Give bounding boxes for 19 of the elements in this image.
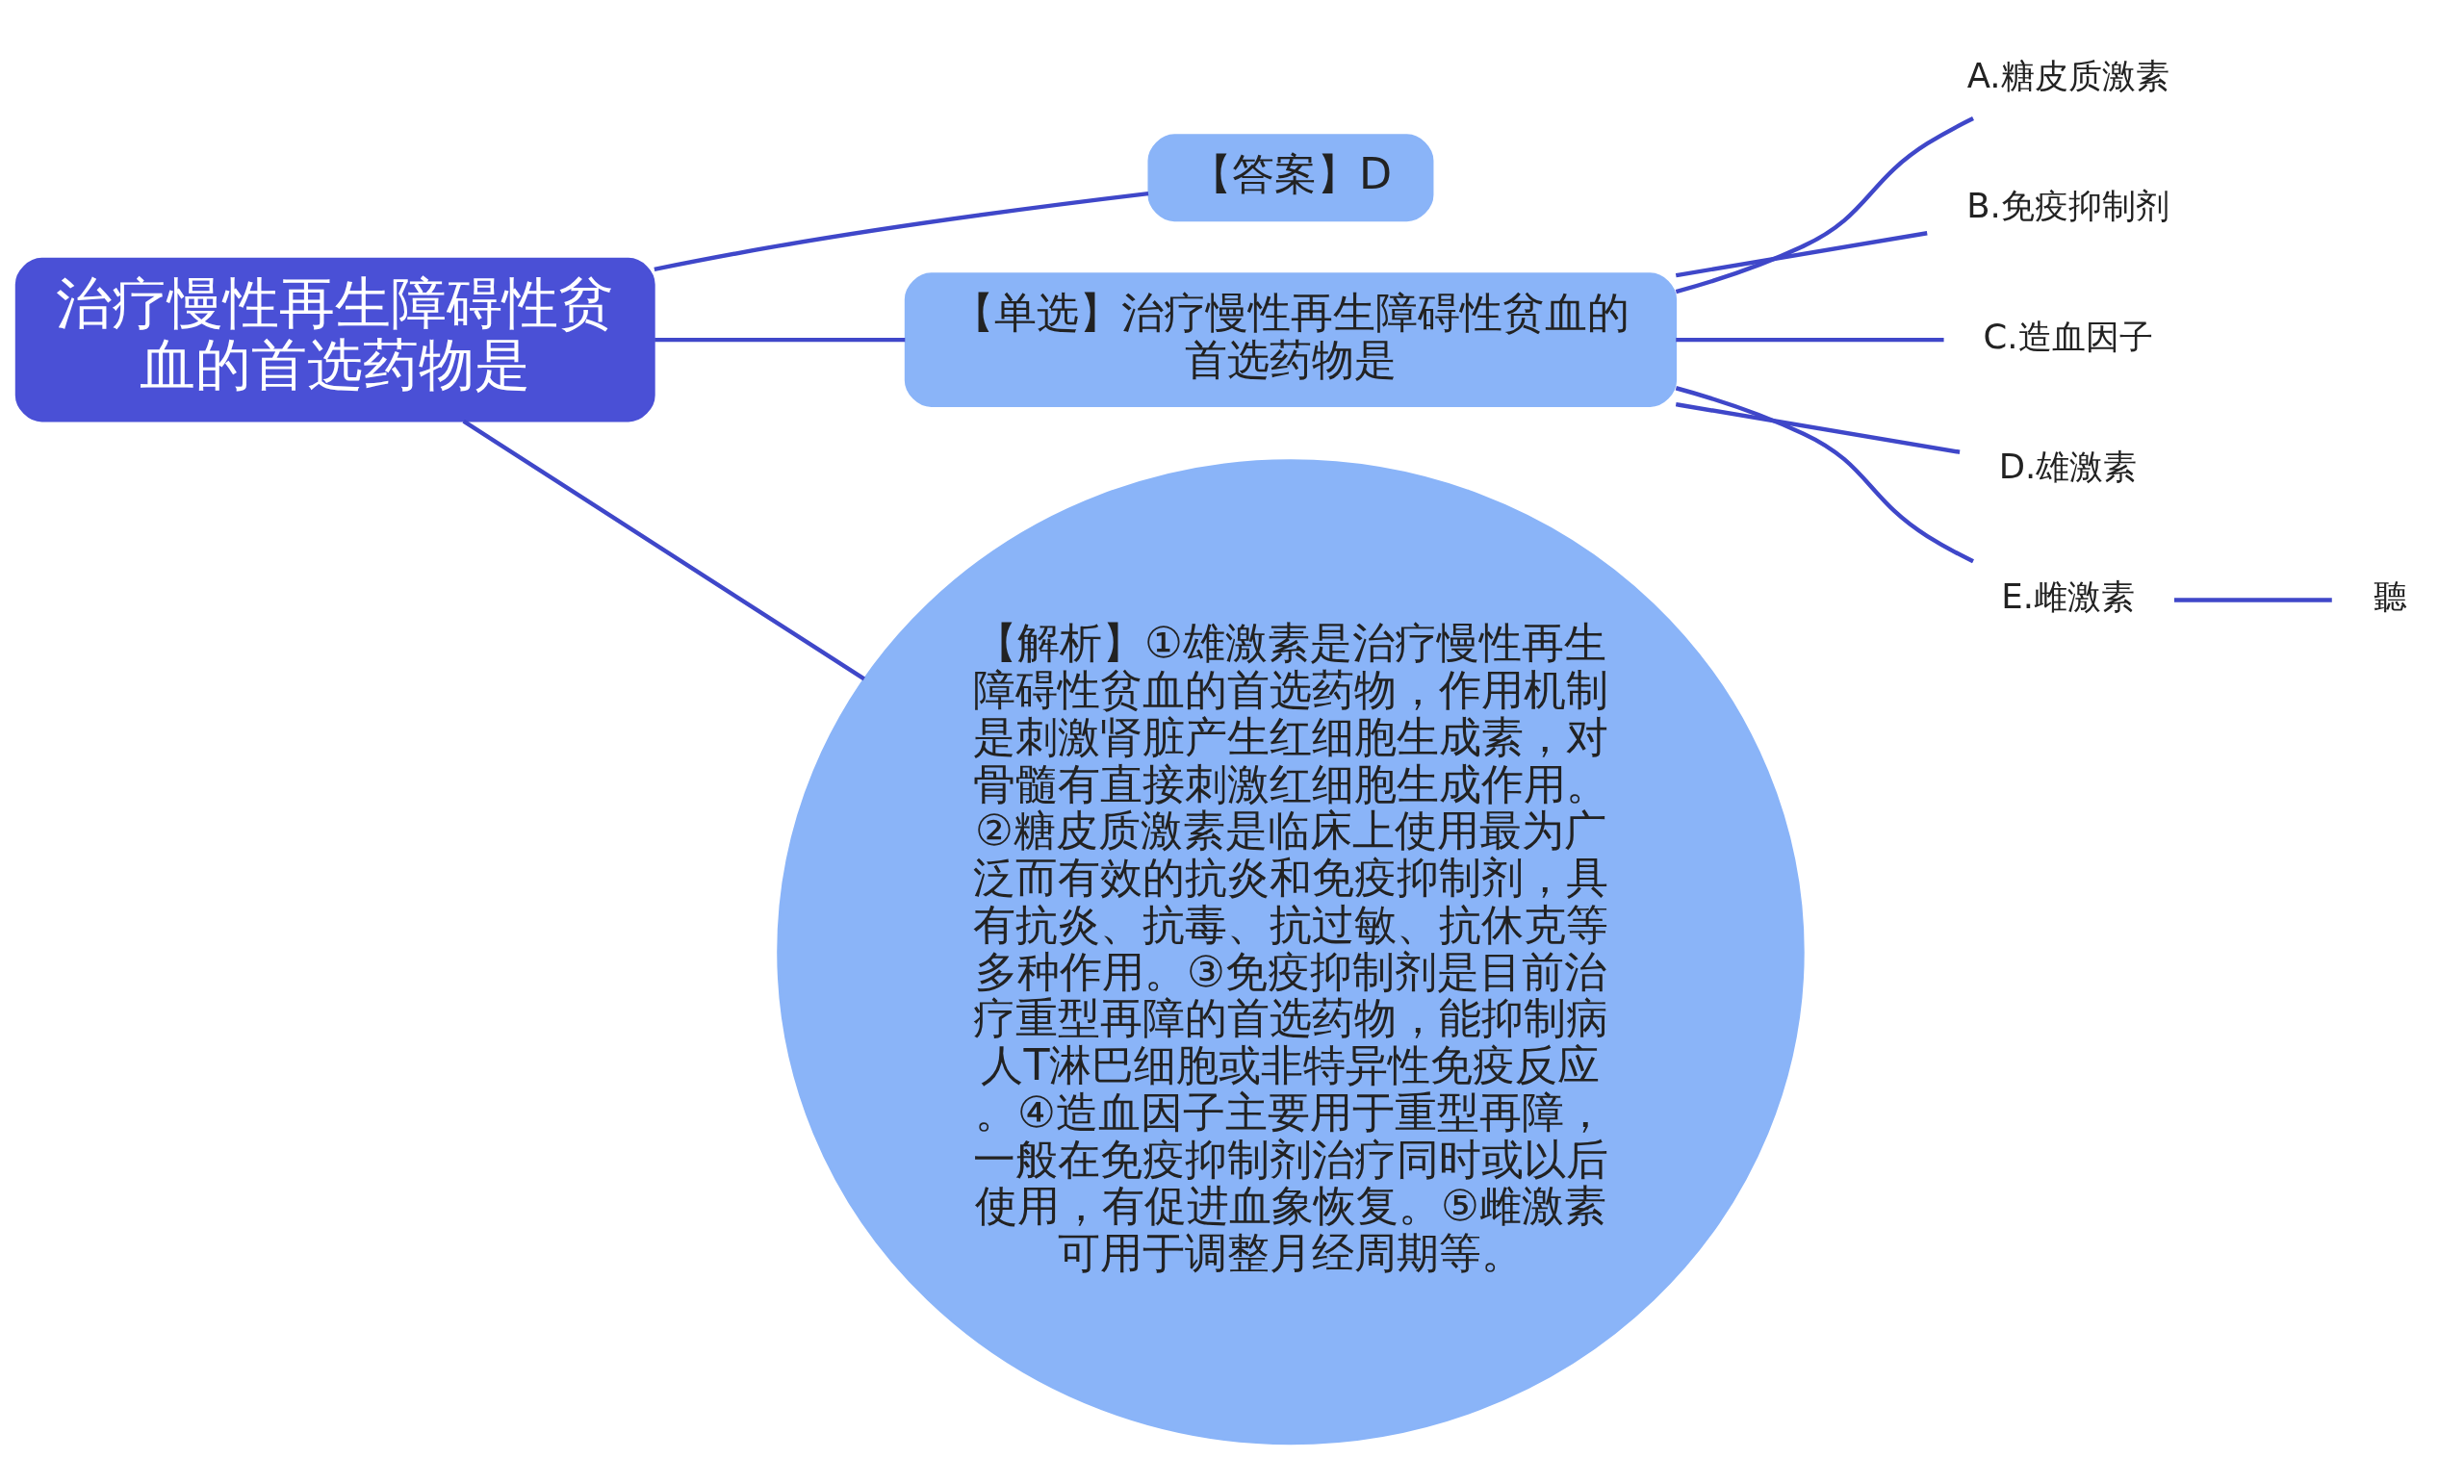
connector — [654, 337, 906, 342]
node-box: 【答案】D — [1147, 133, 1434, 221]
connector — [654, 191, 1149, 271]
node-text: D.雄激素 — [1998, 446, 2138, 486]
node-text: C.造血因子 — [1983, 316, 2153, 356]
node-box: 【单选】治疗慢性再生障碍性贫血的首选药物是 — [904, 271, 1678, 407]
connector — [1676, 337, 1944, 342]
connector — [1675, 385, 1974, 563]
node-text: 聽 — [2373, 576, 2407, 616]
connector — [1675, 401, 1961, 454]
connector — [2173, 597, 2332, 602]
node-box: 治疗慢性再生障碍性贫血的首选药物是 — [14, 257, 655, 422]
node-text: E.雌激素 — [2001, 576, 2135, 616]
connector — [1675, 230, 1928, 277]
node-text: A.糖皮质激素 — [1966, 55, 2169, 95]
connector — [1675, 115, 1974, 294]
connector — [462, 419, 865, 680]
node-circle: 【解析】①雄激素是治疗慢性再生障碍性贫血的首选药物，作用机制是刺激肾脏产生红细胞生成素，对骨髓有直接刺激红细胞生成作用。②糖皮质激素是临床上使用最为广泛而有效的抗炎和免疫抑制剂，具有抗炎、抗毒、抗过敏、抗休克等多种作用。③免疫抑制剂是目前治疗重型再障的首选药物，能抑制病人T淋巴细胞或非特异性免疫反应。④造血因子主要用于重型再障，一般在免疫抑制剂治疗同时或以后使用，有促进血象恢复。⑤雌激素可用于调整月经周期等。 — [777, 458, 1805, 1445]
node-text: B.免疫抑制剂 — [1966, 185, 2169, 225]
